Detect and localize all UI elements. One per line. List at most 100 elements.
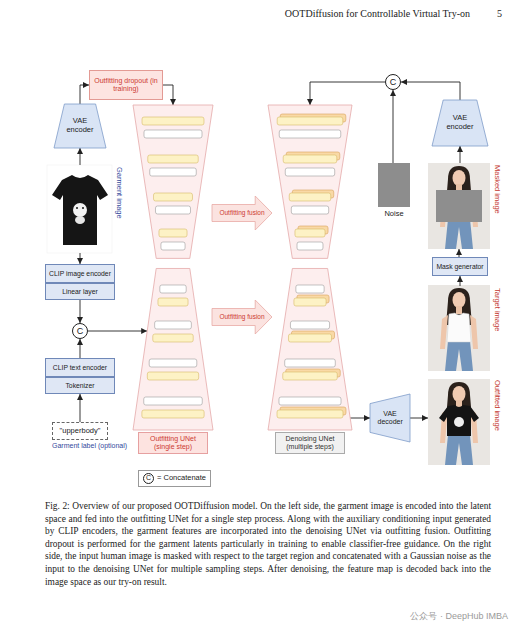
connector-arrow [350,418,370,419]
garment-picture [47,165,112,253]
process-box: Mask generator [432,257,488,276]
fusion-arrow-outline [212,196,272,230]
unet-outline [268,105,352,258]
unet-outline [149,359,197,367]
unet-outline [159,229,187,237]
running-head: OOTDiffusion for Controllable Virtual Tr… [0,8,470,20]
target-person-picture [428,285,490,371]
unet-outline [290,321,329,329]
noise-square: Noise [378,163,410,207]
unet-outline [289,193,331,201]
unet-outline [161,242,185,250]
connector-arrow [80,394,81,422]
label-box: "upperbody"Garment label (optional) [52,422,108,440]
unet-outline [268,105,352,430]
node-label: CLIP image encoder [49,270,111,278]
watermark: 公众号 · DeepHub IMBA [300,611,508,621]
outfitted-person-picture [454,417,464,427]
unet-outline [296,285,324,293]
outfitted-person-picture [428,379,490,465]
unet-outline [142,117,204,125]
outfitted-person-picture [428,379,490,465]
unet-outline [150,168,197,176]
fusion-arrow: Outfitting fusion [212,196,272,230]
connector-arrow [80,253,81,264]
vae-block: VAE encoder [432,100,488,146]
unet-outline [279,397,341,405]
node-label: CLIP text encoder [53,364,107,372]
garment-picture [73,203,87,217]
unet-block: Outfitting UNet (single step) [133,105,213,430]
unet-outline [277,410,343,418]
trapezoid-outline [432,100,488,146]
unet-outline [144,397,203,405]
concat-circle: C [385,74,401,90]
unet-outline [133,105,213,258]
image-panel: Target image [428,286,490,370]
concat-circle: C [72,323,88,339]
note-label: Garment label (optional) [52,442,108,450]
process-box: CLIP image encoder [45,264,115,283]
unet-outline [153,334,193,342]
image-caption: Outfitted image [492,380,501,431]
node-label: Mask generator [436,263,483,271]
node-label: VAE encoder [64,117,96,134]
process-box: Linear layer [45,283,115,300]
connector-arrow [163,85,173,105]
connector-arrow [80,300,81,323]
node-label: C [390,77,397,87]
node-label: Outfitting fusion [219,209,264,216]
target-person-picture [428,285,490,371]
node-label: VAE decoder [378,410,403,426]
image-panel: Outfitted image [428,378,490,466]
unet-outline [160,285,186,293]
garment-picture [82,207,84,209]
unet-outline [268,268,352,430]
masked-person-picture [428,163,490,249]
fusion-arrow-outline [212,300,272,334]
image-caption: Target image [492,288,501,331]
image-panel: Masked image [428,163,490,249]
vae-block: VAE encoder [54,104,106,148]
noise-label: Noise [384,210,403,219]
garment-picture [47,165,112,253]
page-number: 5 [497,8,517,20]
connector-arrow [460,276,461,286]
fusion-arrow: Outfitting fusion [212,300,272,334]
unet-outline [133,268,213,430]
unet-outline [294,298,326,306]
legend-text: = Concatenate [157,474,206,483]
unet-outline [148,155,198,163]
connector-arrow [410,418,428,419]
node-label: Outfitting fusion [219,313,264,320]
unet-outline [158,298,188,306]
connector-arrow [401,82,460,100]
outfitted-person-picture [439,405,479,436]
unet-outline [155,321,192,329]
dropout-box: Outfitting dropout (in training) [89,70,163,100]
connector-arrow [88,331,147,332]
unet-label: Denoising UNet (multiple steps) [275,432,345,454]
image-panel: Garment image [47,165,112,253]
node-label: C [77,326,84,336]
unet-outline [283,372,338,380]
connector-arrow [80,148,81,165]
unet-outline [285,168,334,176]
vae-block: VAE decoder [370,394,410,442]
garment-picture [76,207,78,209]
unet-outline [142,410,204,418]
connector-arrow [80,339,81,358]
unet-outline [285,359,336,367]
node-label: VAE encoder [443,114,478,131]
trapezoid-outline [370,394,410,442]
node-label: Linear layer [62,288,98,296]
unet-outline [283,155,337,163]
node-label: Outfitting dropout (in training) [90,77,162,93]
unet-block: Denoising UNet (multiple steps) [268,105,352,430]
trapezoid-outline [54,104,106,148]
connector-arrow [80,85,89,104]
target-person-picture [447,313,471,342]
process-box: CLIP text encoder [45,358,115,377]
unet-outline [279,130,341,138]
connector-arrow [393,90,394,163]
